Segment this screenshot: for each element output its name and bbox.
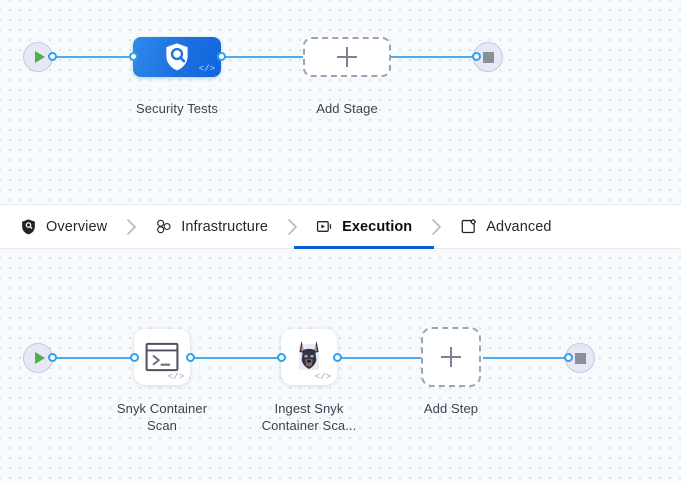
execution-icon	[316, 221, 332, 232]
add-stage-caption: Add Stage	[316, 101, 378, 116]
wire-security-to-addstage	[222, 56, 304, 58]
terminal-icon	[145, 342, 179, 372]
caption-line-1: Snyk Container	[116, 401, 208, 416]
tab-execution-label: Execution	[342, 218, 413, 235]
execution-steps-canvas[interactable]: </> Snyk Container Scan	[0, 248, 681, 483]
tab-overview[interactable]: Overview	[16, 205, 111, 249]
plus-icon	[441, 347, 461, 367]
port-end-in[interactable]	[472, 52, 481, 61]
stop-icon	[482, 51, 494, 63]
step-row: </> Snyk Container Scan	[0, 248, 681, 483]
chevron-right-icon-1	[111, 218, 151, 236]
add-step-button[interactable]	[421, 327, 481, 387]
caption-line-1: Ingest Snyk	[274, 401, 344, 416]
shield-icon	[22, 219, 35, 235]
tab-advanced[interactable]: Advanced	[456, 205, 555, 249]
snyk-doberman-icon	[299, 341, 319, 370]
chevron-right-icon-3	[416, 218, 456, 236]
port-ingest-out[interactable]	[333, 353, 342, 362]
port-snyk-out[interactable]	[186, 353, 195, 362]
wire-addstep-to-end	[483, 357, 569, 359]
caption-line-2: Scan	[146, 418, 178, 433]
play-icon	[34, 51, 45, 63]
stage-caption-security-tests: Security Tests	[135, 101, 219, 116]
step-caption-ingest-snyk-container-scan: Ingest Snyk Container Sca...	[239, 400, 379, 434]
port-security-out[interactable]	[217, 52, 226, 61]
caption-line-2: Container Sca...	[261, 418, 357, 433]
step-code-badge: </>	[167, 372, 184, 382]
tab-infrastructure[interactable]: Infrastructure	[151, 205, 272, 249]
pipeline-tab-bar[interactable]: Overview Infrastructure	[0, 204, 681, 249]
advanced-icon	[461, 218, 477, 234]
port-exec-start-out[interactable]	[48, 353, 57, 362]
stage-code-badge: </>	[198, 64, 215, 74]
port-security-in[interactable]	[129, 52, 138, 61]
wire-addstage-to-end	[390, 56, 476, 58]
stage-node-security-tests[interactable]: </>	[133, 37, 221, 77]
step-code-badge: </>	[314, 372, 331, 382]
port-ingest-in[interactable]	[277, 353, 286, 362]
step-caption-snyk-container-scan: Snyk Container Scan	[92, 400, 232, 434]
tab-overview-label: Overview	[46, 218, 108, 235]
shield-search-icon	[166, 43, 188, 71]
port-snyk-in[interactable]	[130, 353, 139, 362]
stage-row: </> Security Tests Add Stage	[0, 0, 681, 205]
stage-canvas[interactable]: </> Security Tests Add Stage	[0, 0, 681, 205]
infrastructure-icon	[157, 219, 171, 234]
wire-ingest-to-addstep	[340, 357, 422, 359]
port-start-out[interactable]	[48, 52, 57, 61]
play-icon	[34, 352, 45, 364]
add-stage-button[interactable]	[303, 37, 391, 77]
plus-icon	[337, 47, 357, 67]
chevron-right-icon-2	[272, 218, 312, 236]
port-exec-end-in[interactable]	[564, 353, 573, 362]
step-node-snyk-container-scan-inner[interactable]: </>	[134, 329, 190, 385]
add-step-caption: Add Step	[423, 401, 479, 416]
stop-icon	[574, 352, 586, 364]
wire-snyk-to-ingest	[193, 357, 281, 359]
tab-infrastructure-label: Infrastructure	[181, 218, 269, 235]
wire-start-to-snyk	[48, 357, 134, 359]
tab-execution[interactable]: Execution	[294, 205, 435, 249]
wire-start-to-security	[48, 56, 138, 58]
step-node-ingest-snyk-container-scan[interactable]: </>	[281, 329, 337, 385]
tab-advanced-label: Advanced	[486, 218, 552, 235]
